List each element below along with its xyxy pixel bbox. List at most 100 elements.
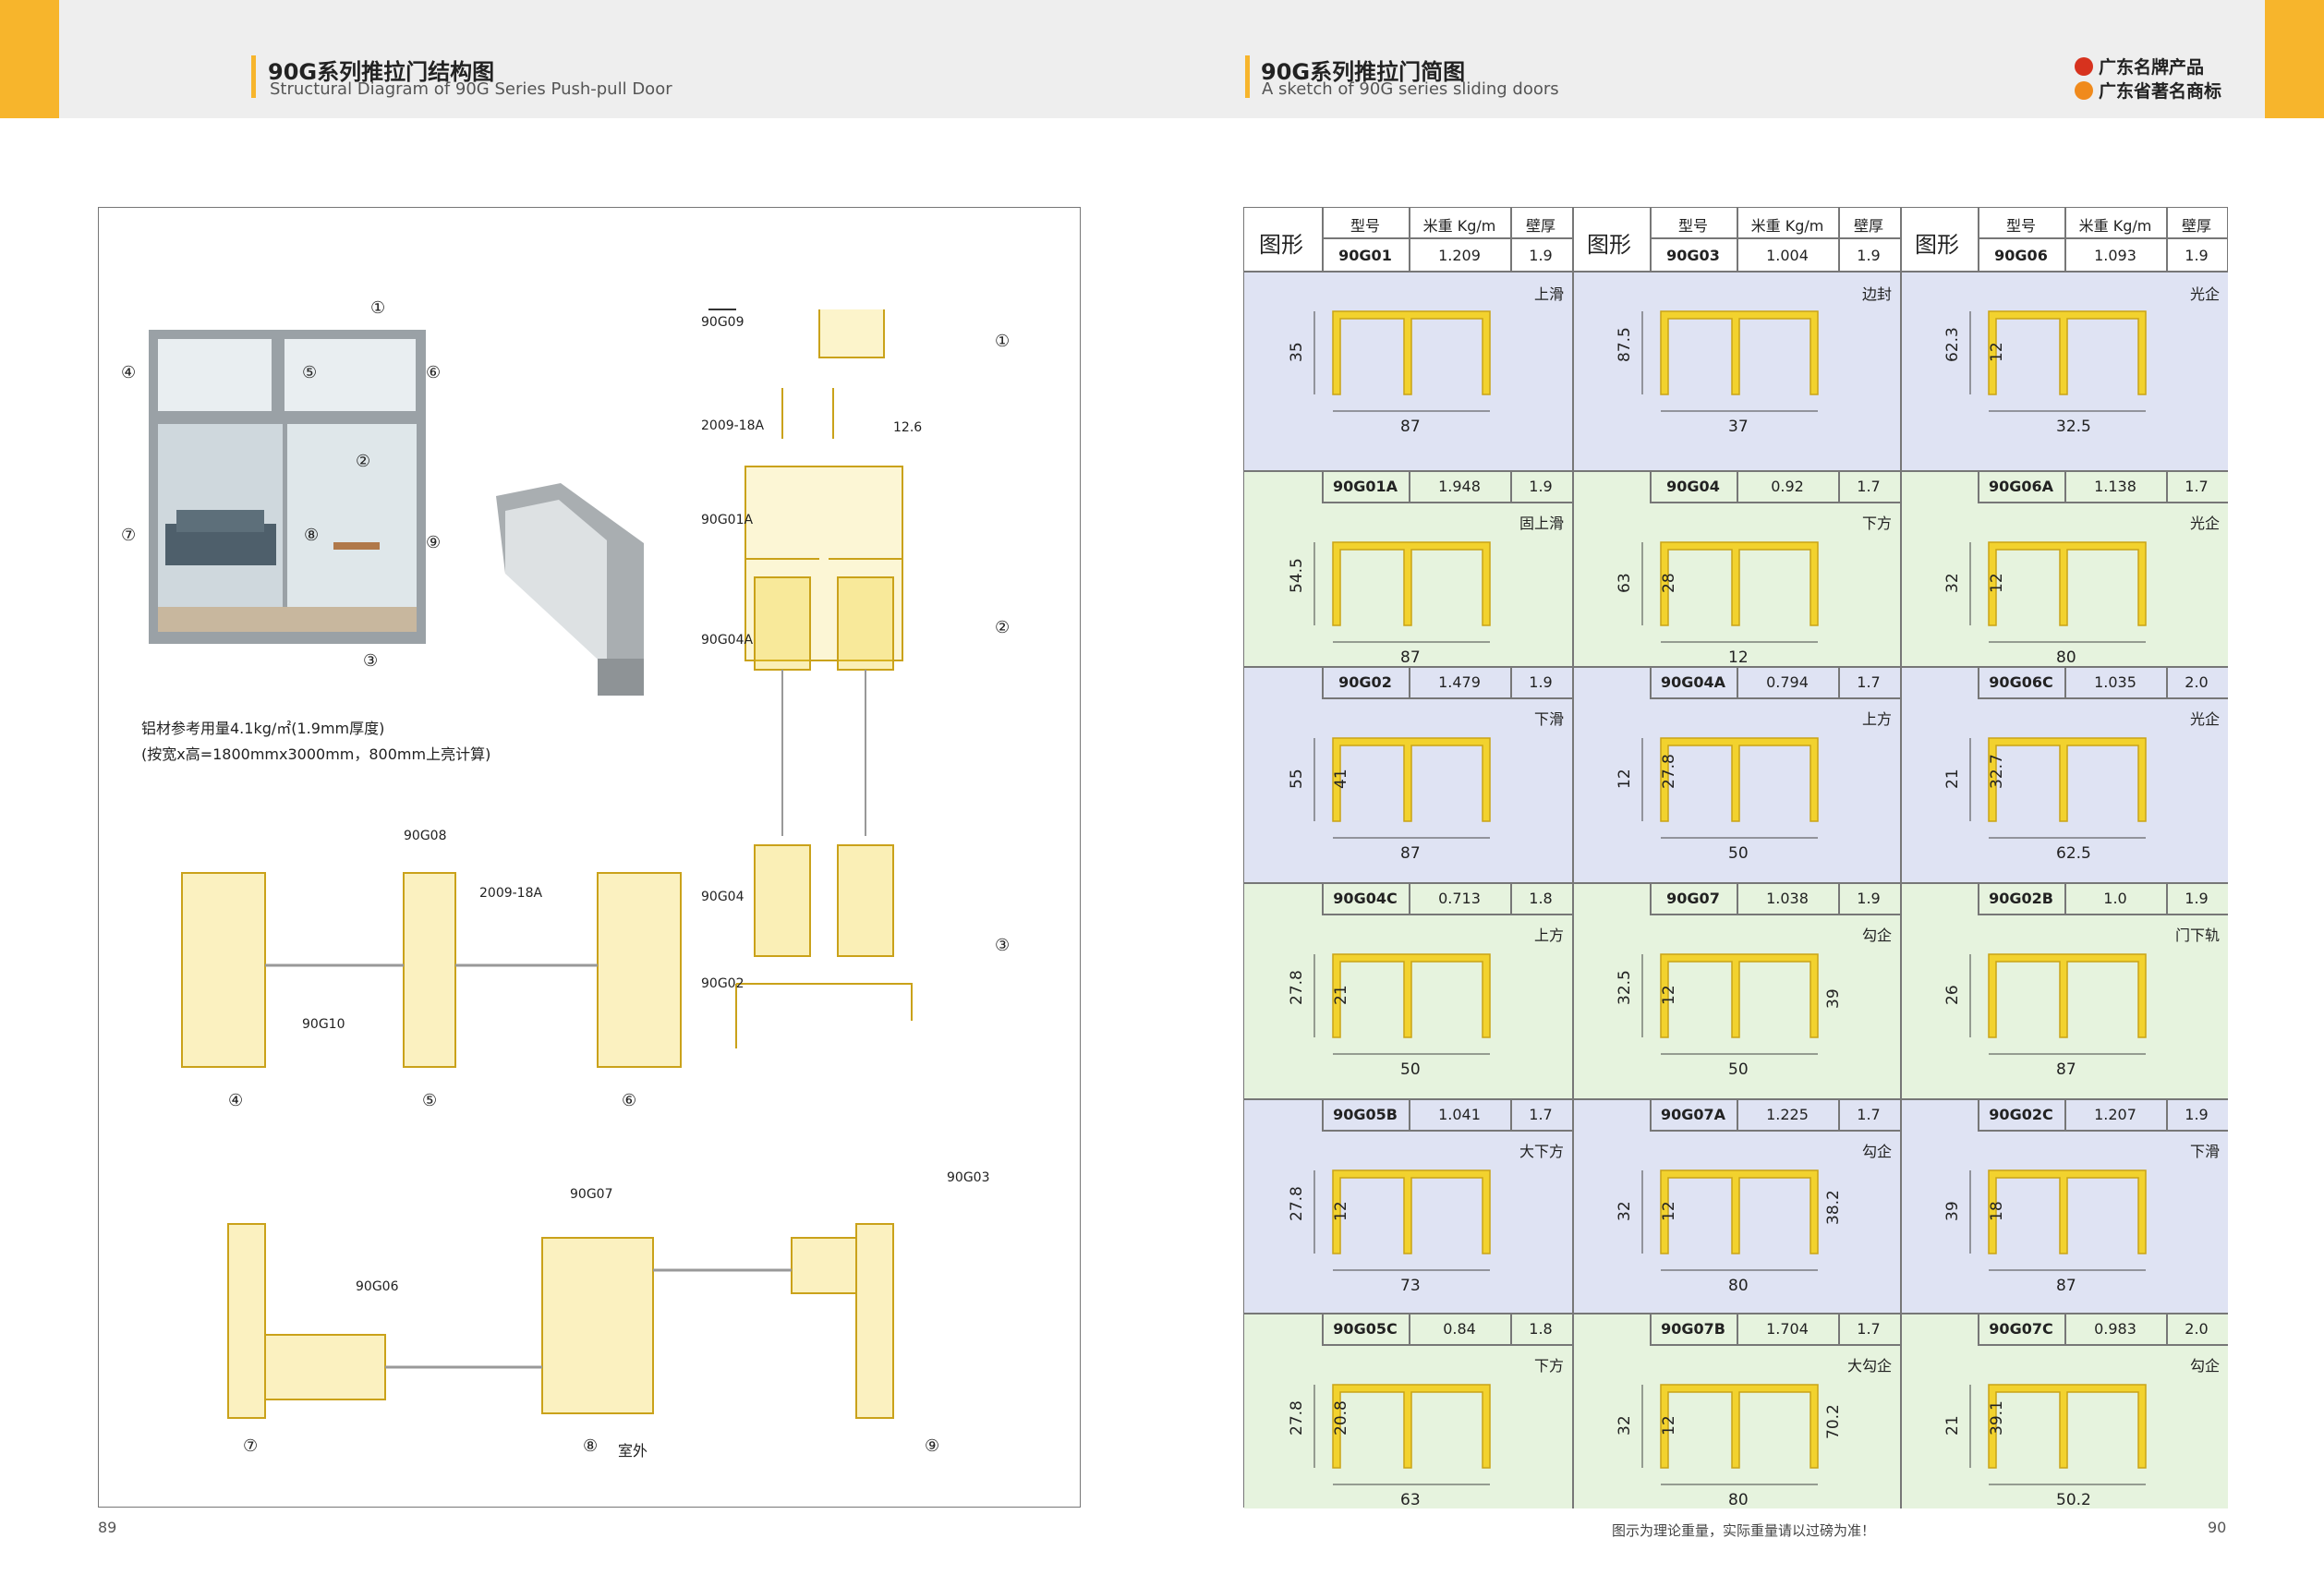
wall-thickness: 2.0 xyxy=(2185,673,2209,691)
wall-thickness: 1.7 xyxy=(2185,478,2209,495)
section-marker-1: ① xyxy=(995,332,1011,351)
left-page-subtitle: Structural Diagram of 90G Series Push-pu… xyxy=(270,79,672,99)
dimension-label: 39.1 xyxy=(1988,1400,2006,1436)
dimension-label: 63 xyxy=(1400,1491,1421,1509)
header-divider xyxy=(1978,237,2228,239)
meter-weight: 1.093 xyxy=(2094,247,2136,264)
spec-col-divider xyxy=(1322,1098,1324,1130)
profile-outline xyxy=(1332,1384,1491,1469)
row-divider xyxy=(1900,470,2228,472)
dimension-label: 70.2 xyxy=(1824,1404,1843,1439)
model-code: 90G07 xyxy=(1666,890,1720,907)
dimension-label: 21 xyxy=(1943,769,1962,789)
header-col-divider xyxy=(2166,208,2168,271)
spec-col-divider xyxy=(1510,1098,1512,1130)
spec-row-line xyxy=(1650,914,1900,915)
meter-weight: 0.713 xyxy=(1438,890,1481,907)
model-code: 90G03 xyxy=(1666,247,1720,264)
wall-thickness: 1.7 xyxy=(1857,1320,1881,1338)
profile-outline xyxy=(1660,1384,1819,1469)
profile-name: 大下方 xyxy=(1519,1143,1564,1160)
wall-header: 壁厚 xyxy=(1525,217,1555,235)
dimension-label: 50 xyxy=(1728,844,1749,863)
dimension-label: 18 xyxy=(1988,1201,2006,1221)
meter-weight: 1.207 xyxy=(2094,1106,2136,1123)
profile-name: 上方 xyxy=(1533,927,1564,944)
profile-section-drawing: 54.587 xyxy=(1288,541,1491,667)
right-accent-tab xyxy=(2265,0,2324,118)
section-marker-6: ⑥ xyxy=(622,1091,637,1110)
profile-name: 光企 xyxy=(2189,710,2220,728)
model-code: 90G06A xyxy=(1988,478,2054,495)
material-calc-note: (按宽x高=1800mmx3000mm，800mm上亮计算) xyxy=(141,745,491,763)
spec-col-divider xyxy=(1838,666,1840,697)
row-divider xyxy=(1572,1098,1900,1100)
right-page-number: 90 xyxy=(2208,1519,2227,1536)
model-code: 90G01 xyxy=(1338,247,1392,264)
dimension-line xyxy=(1641,1385,1818,1485)
dimension-label: 39 xyxy=(1824,988,1843,1009)
wall-thickness: 1.7 xyxy=(1857,1106,1881,1123)
spec-col-divider xyxy=(1838,882,1840,914)
dimension-line xyxy=(1641,542,1818,643)
dimension-label: 27.8 xyxy=(1288,1400,1306,1436)
dimension-label: 41 xyxy=(1332,769,1350,789)
wall-thickness: 1.9 xyxy=(1529,247,1553,264)
spec-col-divider xyxy=(1409,882,1410,914)
spec-col-divider xyxy=(1737,1313,1738,1344)
model-code: 90G07C xyxy=(1989,1320,2053,1338)
marker-9: ⑨ xyxy=(426,533,442,552)
profile-name: 下滑 xyxy=(1533,710,1564,728)
header-col-divider xyxy=(1322,208,1324,271)
wall-thickness: 1.9 xyxy=(2185,890,2209,907)
spec-col-divider xyxy=(1650,1313,1652,1344)
header-col-divider xyxy=(1650,208,1652,271)
header-col-divider xyxy=(1409,208,1410,271)
title-bar-left xyxy=(251,55,256,98)
dimension-line xyxy=(1313,738,1490,839)
dimension-label: 27.8 xyxy=(1288,1186,1306,1221)
label-90g10: 90G10 xyxy=(302,1017,345,1032)
wall-thickness: 1.8 xyxy=(1529,890,1553,907)
dimension-label: 32.5 xyxy=(2056,418,2091,436)
spec-col-divider xyxy=(1978,470,1979,502)
wall-thickness: 1.9 xyxy=(2185,1106,2209,1123)
spec-col-divider xyxy=(1510,666,1512,697)
meter-weight: 1.035 xyxy=(2094,673,2136,691)
header-band xyxy=(0,0,2324,118)
model-code: 90G07B xyxy=(1661,1320,1725,1338)
model-code: 90G04 xyxy=(1666,478,1720,495)
meter-weight: 1.479 xyxy=(1438,673,1481,691)
wall-thickness: 1.9 xyxy=(1857,890,1881,907)
spec-col-divider xyxy=(2166,1098,2168,1130)
label-dim-12-6: 12.6 xyxy=(893,420,923,435)
profile-name: 上方 xyxy=(1861,710,1892,728)
profile-outline xyxy=(1988,737,2147,822)
profile-name: 上滑 xyxy=(1533,285,1564,303)
section-marker-2: ② xyxy=(995,618,1011,637)
spec-col-divider xyxy=(1838,1098,1840,1130)
label-2009-18a-b: 2009-18A xyxy=(479,886,543,901)
label-2009-18a: 2009-18A xyxy=(701,418,765,433)
header-col-divider xyxy=(1978,208,1979,271)
marker-5: ⑤ xyxy=(302,363,318,382)
header-divider xyxy=(1650,237,1900,239)
meter-weight: 1.004 xyxy=(1766,247,1809,264)
spec-col-divider xyxy=(2064,1313,2066,1344)
weight-header: 米重 Kg/m xyxy=(1422,217,1496,235)
dimension-label: 62.3 xyxy=(1943,327,1962,362)
profile-outline xyxy=(1988,1384,2147,1469)
right-page-title: 90G系列推拉门简图 xyxy=(1261,59,1466,85)
horizontal-section-lower xyxy=(227,1223,894,1419)
header-divider xyxy=(1322,237,1572,239)
spec-col-divider xyxy=(1510,1313,1512,1344)
dimension-label: 39 xyxy=(1943,1201,1962,1221)
dimension-label: 12 xyxy=(1660,1415,1678,1436)
spec-col-divider xyxy=(1737,882,1738,914)
